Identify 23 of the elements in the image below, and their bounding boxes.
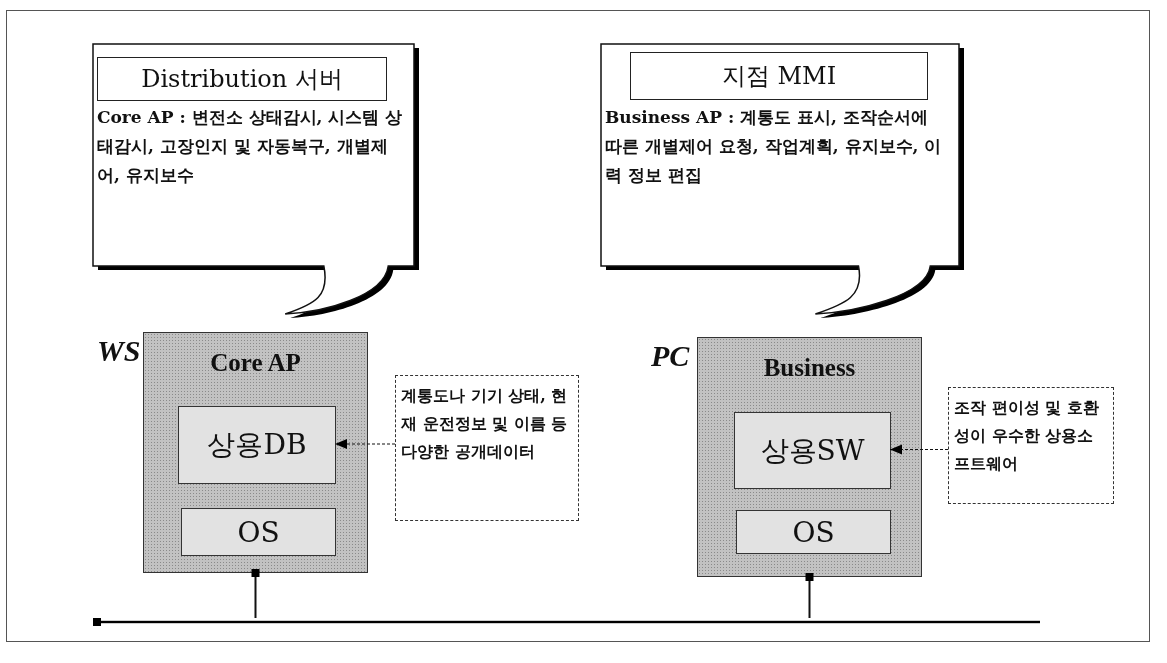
computer-box (143, 332, 368, 573)
title-box: Distribution 서버 (97, 57, 387, 101)
speech-bubble (92, 43, 420, 318)
speech-bubble (600, 43, 965, 318)
bubble-text: Business AP : 계통도 표시, 조작순서에 따른 개별제어 요청, 작업계획, 유지보수, 이력 정보 편집 (605, 106, 943, 187)
box-heading: Business (762, 354, 857, 382)
note-box: 조작 편이성 및 호환성이 우수한 상용소프트웨어 (948, 387, 1114, 504)
box-heading: Core AP (209, 349, 302, 377)
device-label: WS (97, 334, 141, 368)
title-box: 지점 MMI (630, 52, 928, 100)
software-box: OS (181, 508, 336, 556)
software-box: 상용DB (178, 406, 336, 484)
connector-line (805, 573, 814, 619)
software-box: 상용SW (734, 412, 891, 489)
software-box: OS (736, 510, 891, 554)
device-label: PC (651, 339, 690, 373)
network-bus (93, 618, 1040, 626)
arrow (889, 444, 949, 455)
bubble-text: Core AP : 변전소 상태감시, 시스템 상태감시, 고장인지 및 자동복구, 개별제어, 유지보수 (97, 106, 404, 187)
note-box: 계통도나 기기 상태, 현재 운전정보 및 이름 등 다양한 공개데이터 (395, 375, 579, 521)
connector-line (251, 569, 260, 619)
computer-box (697, 337, 922, 577)
arrow (334, 439, 396, 449)
